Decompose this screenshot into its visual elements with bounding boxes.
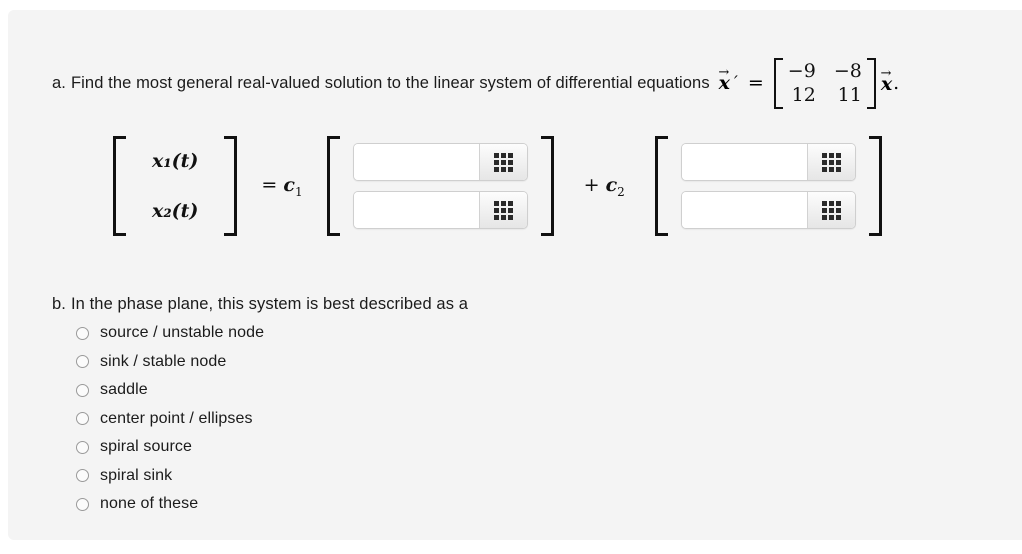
c1-vector-left-bracket <box>326 136 340 236</box>
answer-input-c1-row2[interactable] <box>353 192 479 228</box>
option-sink-stable-node[interactable]: sink / stable node <box>76 348 468 377</box>
c2-subscript: 2 <box>617 184 625 199</box>
vector-arrow-icon: → <box>880 66 892 82</box>
part-b-prompt-row: b. In the phase plane, this system is be… <box>52 295 468 314</box>
radio-icon[interactable] <box>76 412 89 426</box>
option-spiral-sink[interactable]: spiral sink <box>76 462 468 491</box>
answer-input-c2-row1[interactable] <box>681 144 807 180</box>
option-label: saddle <box>100 381 148 399</box>
trailing-period: . <box>893 72 900 95</box>
part-a-prompt-text: Find the most general real-valued soluti… <box>70 73 710 92</box>
plus-c2-label: + c2 <box>584 174 625 199</box>
c1-symbol: c <box>283 173 295 196</box>
matrix-cell-r0c1: −8 <box>833 60 862 82</box>
equals-sign: = <box>261 173 278 196</box>
grid-3x3-icon <box>821 200 841 220</box>
part-a-prompt-row: a. Find the most general real-valued sol… <box>52 58 899 109</box>
option-saddle[interactable]: saddle <box>76 376 468 405</box>
answer-input-c2-row2[interactable] <box>681 192 807 228</box>
option-label: source / unstable node <box>100 324 265 342</box>
phase-plane-options: source / unstable node sink / stable nod… <box>52 319 468 519</box>
solution-equation-row: x₁(t) x₂(t) = c1 <box>113 136 882 236</box>
option-none-of-these[interactable]: none of these <box>76 490 468 519</box>
radio-icon[interactable] <box>76 383 89 397</box>
equals-symbol: = <box>747 72 764 95</box>
math-palette-button-c2-row1[interactable] <box>806 144 855 180</box>
lhs-entry-1: x₁(t) <box>152 149 199 172</box>
c1-vector-right-bracket <box>540 136 554 236</box>
matrix-left-bracket <box>773 58 783 109</box>
radio-icon[interactable] <box>76 326 89 340</box>
c1-subscript: 1 <box>294 184 303 199</box>
part-b-section: b. In the phase plane, this system is be… <box>52 295 468 519</box>
option-source-unstable-node[interactable]: source / unstable node <box>76 319 468 348</box>
part-a-marker: a. <box>52 73 66 92</box>
question-panel: a. Find the most general real-valued sol… <box>8 10 1022 540</box>
trailing-vector-x: →x <box>880 66 893 96</box>
matrix-right-bracket <box>866 58 876 109</box>
lhs-left-bracket <box>113 136 126 236</box>
prime-symbol: ′ <box>734 73 738 94</box>
answer-field-c2-row2[interactable] <box>680 191 856 229</box>
grid-3x3-icon <box>821 152 841 172</box>
option-label: center point / ellipses <box>100 409 253 427</box>
grid-3x3-icon <box>493 152 513 172</box>
coefficient-matrix: −9 −8 12 11 <box>773 58 876 109</box>
option-spiral-source[interactable]: spiral source <box>76 433 468 462</box>
matrix-cell-r1c1: 11 <box>837 84 862 107</box>
radio-icon[interactable] <box>76 440 89 454</box>
option-center-point-ellipses[interactable]: center point / ellipses <box>76 405 468 434</box>
answer-input-c1-row1[interactable] <box>353 144 479 180</box>
grid-3x3-icon <box>493 200 513 220</box>
option-label: spiral sink <box>100 466 173 484</box>
math-palette-button-c1-row1[interactable] <box>478 144 527 180</box>
math-palette-button-c1-row2[interactable] <box>478 192 527 228</box>
equals-c1-label: = c1 <box>261 174 302 199</box>
radio-icon[interactable] <box>76 355 89 369</box>
radio-icon[interactable] <box>76 497 89 511</box>
matrix-cell-r1c0: 12 <box>791 84 816 107</box>
lhs-vector-entries: x₁(t) x₂(t) <box>126 136 224 236</box>
c2-vector-left-bracket <box>654 136 668 236</box>
matrix-entries: −9 −8 12 11 <box>783 58 867 109</box>
option-label: sink / stable node <box>100 352 227 370</box>
c2-input-stack <box>668 143 869 229</box>
trailing-vector-group: →x . <box>880 66 900 96</box>
part-b-prompt-text: In the phase plane, this system is best … <box>70 295 469 313</box>
plus-sign: + <box>583 173 600 196</box>
part-b-marker: b. <box>52 295 66 313</box>
c2-vector-right-bracket <box>868 136 882 236</box>
vector-x-prime: →x <box>718 64 730 94</box>
lhs-right-bracket <box>224 136 238 236</box>
c2-symbol: c <box>605 173 618 196</box>
answer-field-c1-row2[interactable] <box>352 191 528 229</box>
math-palette-button-c2-row2[interactable] <box>806 192 855 228</box>
lhs-entry-2: x₂(t) <box>152 199 199 222</box>
answer-field-c1-row1[interactable] <box>352 143 528 181</box>
matrix-cell-r0c0: −9 <box>787 60 816 82</box>
option-label: spiral source <box>100 438 193 456</box>
option-label: none of these <box>100 495 199 513</box>
answer-field-c2-row1[interactable] <box>680 143 856 181</box>
c1-input-stack <box>340 143 541 229</box>
vector-arrow-icon: → <box>718 64 729 80</box>
radio-icon[interactable] <box>76 469 89 483</box>
